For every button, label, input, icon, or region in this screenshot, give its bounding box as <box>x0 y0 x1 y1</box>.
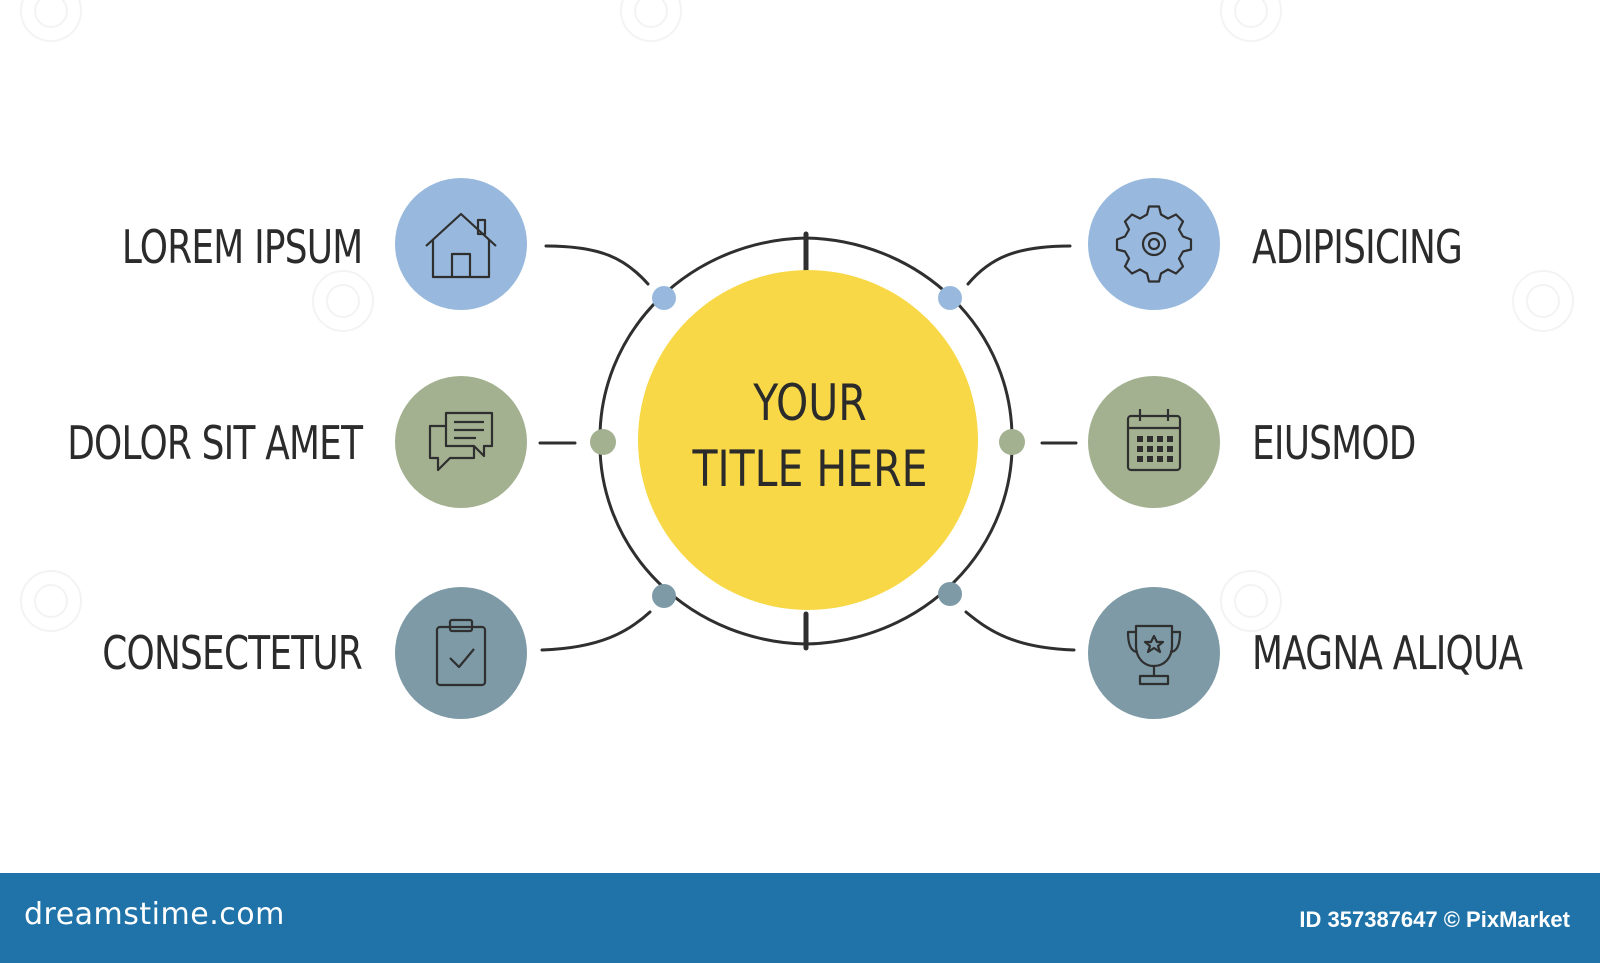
icon-circle-4 <box>1088 178 1220 310</box>
item-label-magna-aliqua: MAGNA ALIQUA <box>1252 626 1523 680</box>
image-credit: ID 357387647 © PixMarket <box>1299 907 1570 932</box>
item-label-consectetur: CONSECTETUR <box>102 626 363 680</box>
center-title: YOUR TITLE HERE <box>671 370 950 502</box>
connector-dot-1 <box>652 286 676 310</box>
icon-circle-3 <box>395 587 527 719</box>
brand-link[interactable]: dreamstime.com <box>24 897 285 932</box>
gear-icon <box>1115 205 1193 283</box>
icon-circle-6 <box>1088 587 1220 719</box>
trophy-icon <box>1126 624 1182 686</box>
item-label-adipisicing: ADIPISICING <box>1252 220 1463 274</box>
house-icon <box>425 212 497 279</box>
diagram-canvas <box>395 178 1220 719</box>
connector-dot-6 <box>938 582 962 606</box>
connector-dot-3 <box>652 584 676 608</box>
icon-circle-1 <box>395 178 527 310</box>
connector-dot-5 <box>999 429 1025 455</box>
item-label-lorem-ipsum: LOREM IPSUM <box>121 220 362 274</box>
connector-dot-4 <box>938 286 962 310</box>
item-label-eiusmod: EIUSMOD <box>1252 416 1416 470</box>
watermark-logo <box>1220 570 1282 632</box>
icon-circle-2 <box>395 376 527 508</box>
center-title-line2: TITLE HERE <box>692 440 928 498</box>
chat-bubbles-icon <box>428 411 494 472</box>
item-label-dolor-sit-amet: DOLOR SIT AMET <box>66 416 363 470</box>
icon-circle-5 <box>1088 376 1220 508</box>
infographic: YOUR TITLE HERE LOREM IPSUM DOLOR SIT AM… <box>20 0 1574 719</box>
clipboard-check-icon <box>435 618 487 687</box>
calendar-icon <box>1126 409 1182 472</box>
center-title-line1: YOUR <box>753 374 867 432</box>
outer-ring <box>598 231 1014 651</box>
center-circle <box>638 270 978 610</box>
watermark-logo <box>312 270 374 332</box>
watermark-logo <box>1512 270 1574 332</box>
connector-dot-2 <box>590 429 616 455</box>
footer-bar: dreamstime.com ID 357387647 © PixMarket <box>0 873 1600 963</box>
watermark-logo <box>20 570 82 632</box>
connectors <box>538 244 1078 652</box>
